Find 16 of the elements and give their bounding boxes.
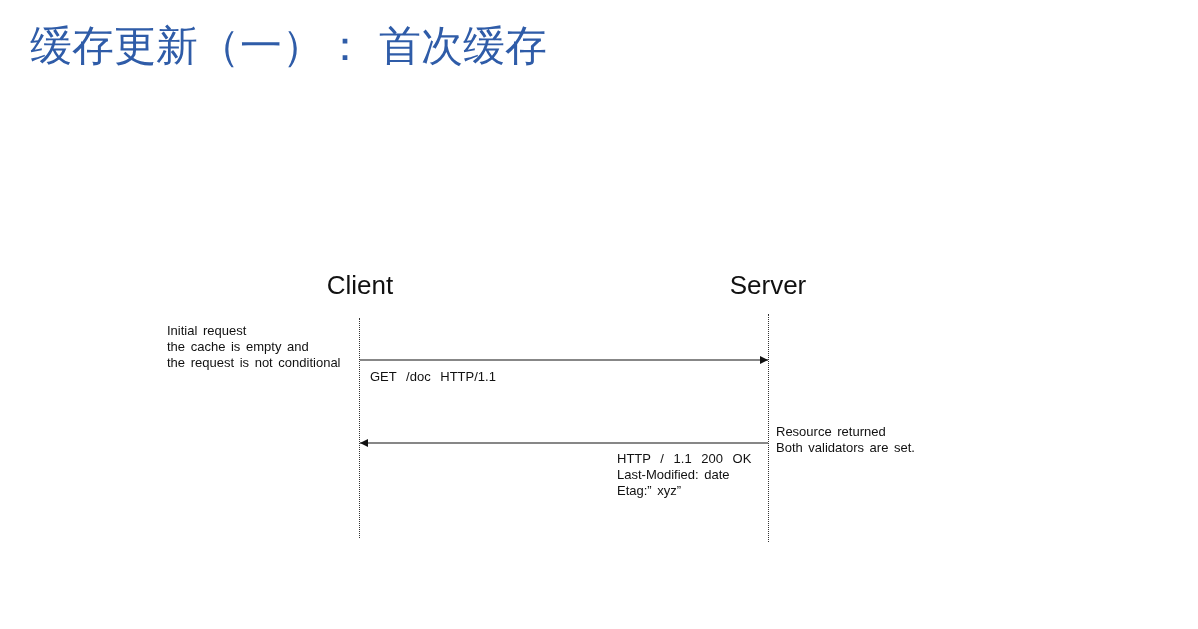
note-text: Both validators are set. [776, 440, 915, 456]
message-arrow [359, 439, 769, 447]
note-text: Etag:” xyz” [617, 483, 682, 499]
note-text: the cache is empty and [167, 339, 309, 355]
note-text: Resource returned [776, 424, 886, 440]
edge-label: GET /doc HTTP/1.1 [370, 369, 496, 385]
lifeline-header: Client [326, 269, 394, 302]
note-text: Last-Modified: date [617, 467, 730, 483]
note-text: the request is not conditional [167, 355, 341, 371]
edge-label: HTTP / 1.1 200 OK [617, 451, 752, 467]
lifeline [768, 314, 769, 542]
lifeline [359, 318, 360, 538]
slide-title: 缓存更新（一）： 首次缓存 [30, 20, 548, 72]
message-arrow [359, 356, 769, 364]
note-text: Initial request [167, 323, 247, 339]
lifeline-header: Server [729, 269, 807, 302]
